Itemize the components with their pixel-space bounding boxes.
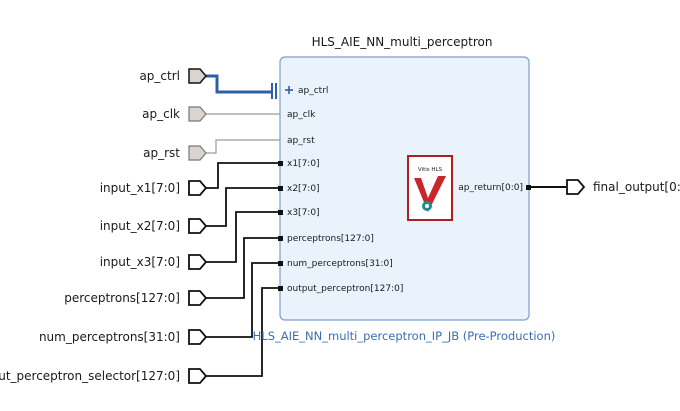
- label-input-x2: input_x2[7:0]: [100, 219, 180, 233]
- pin-ap-rst[interactable]: ap_rst: [287, 136, 315, 146]
- wire-output-perceptron: [206, 287, 280, 377]
- vitis-hls-logo-icon: Vitis HLS: [407, 155, 453, 221]
- pin-num-perceptrons[interactable]: num_perceptrons[31:0]: [287, 259, 393, 269]
- wire-x2: [206, 187, 280, 227]
- pin-ap-ctrl[interactable]: ap_ctrl: [298, 86, 328, 96]
- block-title: HLS_AIE_NN_multi_perceptron: [312, 35, 493, 49]
- port-input-x2[interactable]: [188, 218, 208, 234]
- input-ports: ap_ctrl ap_clk ap_rst input_x1[7:0] inpu…: [0, 68, 208, 384]
- wire-ap-rst: [206, 139, 280, 154]
- pin-x2[interactable]: x2[7:0]: [287, 184, 320, 194]
- wires: [206, 74, 566, 377]
- label-output-perceptron-selector: output_perceptron_selector[127:0]: [0, 369, 180, 383]
- label-input-x1: input_x1[7:0]: [100, 181, 180, 195]
- pin-stubs: [278, 161, 531, 291]
- pin-perceptrons[interactable]: perceptrons[127:0]: [287, 234, 374, 244]
- wire-x3: [206, 211, 280, 263]
- wire-perceptrons: [206, 237, 280, 299]
- label-input-x3: input_x3[7:0]: [100, 255, 180, 269]
- port-output-perceptron-selector[interactable]: [188, 368, 208, 384]
- label-ap-clk: ap_clk: [142, 107, 180, 121]
- port-final-output[interactable]: [566, 179, 586, 195]
- output-ports: final_output[0:0]: [566, 179, 680, 195]
- label-ap-rst: ap_rst: [143, 146, 180, 160]
- port-input-x1[interactable]: [188, 180, 208, 196]
- block-subtitle: HLS_AIE_NN_multi_perceptron_IP_JB (Pre-P…: [253, 329, 556, 343]
- port-input-x3[interactable]: [188, 254, 208, 270]
- pin-ap-return[interactable]: ap_return[0:0]: [458, 183, 523, 193]
- port-ap-rst[interactable]: [188, 145, 207, 161]
- port-ap-ctrl[interactable]: [188, 68, 207, 84]
- pin-ap-clk[interactable]: ap_clk: [287, 110, 316, 120]
- label-final-output: final_output[0:0]: [593, 180, 680, 194]
- wire-num-perceptrons: [206, 262, 280, 338]
- logo-text: Vitis HLS: [418, 167, 443, 173]
- internal-pins: ap_ctrl ap_clk ap_rst x1[7:0] x2[7:0] x3…: [287, 86, 523, 294]
- port-num-perceptrons[interactable]: [188, 329, 208, 345]
- pin-x3[interactable]: x3[7:0]: [287, 208, 320, 218]
- wire-ap-ctrl: [206, 74, 273, 94]
- port-ap-clk[interactable]: [188, 106, 207, 122]
- label-ap-ctrl: ap_ctrl: [139, 69, 180, 83]
- expand-plus-icon[interactable]: [285, 86, 293, 94]
- pin-output-perceptron[interactable]: output_perceptron[127:0]: [287, 284, 403, 294]
- pin-x1[interactable]: x1[7:0]: [287, 159, 320, 169]
- wire-x1: [206, 162, 280, 189]
- label-perceptrons: perceptrons[127:0]: [64, 291, 180, 305]
- port-perceptrons[interactable]: [188, 290, 208, 306]
- label-num-perceptrons: num_perceptrons[31:0]: [39, 330, 180, 344]
